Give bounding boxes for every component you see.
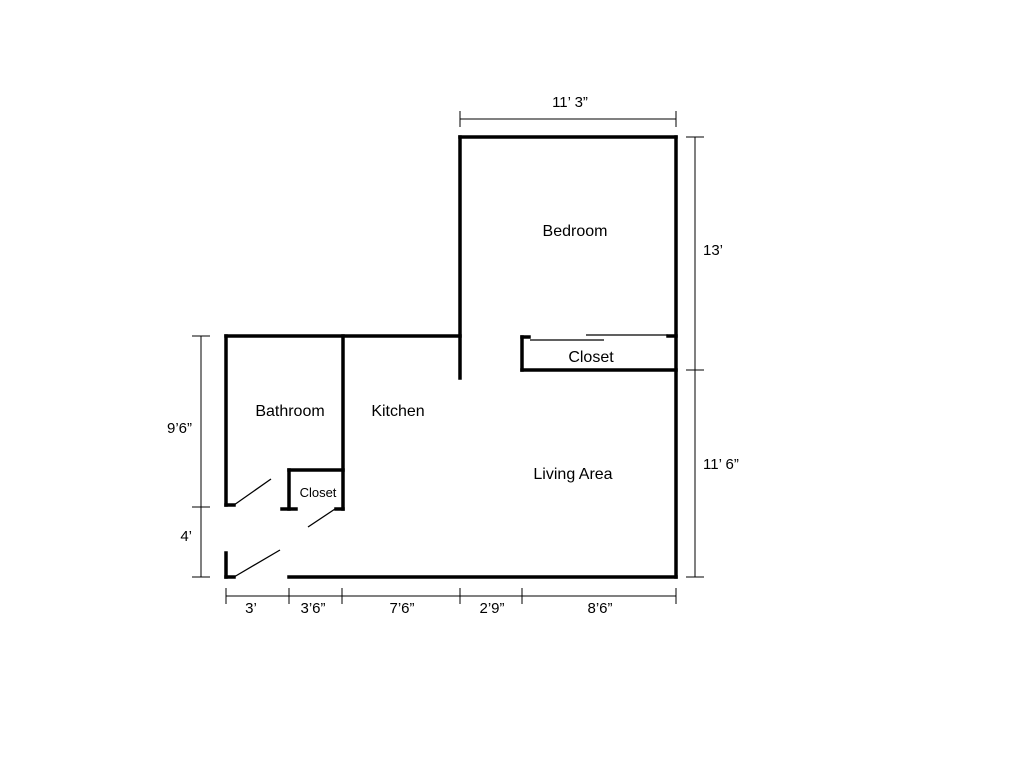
bathroom-door xyxy=(233,478,272,506)
dimension-labels: 11’ 3” 13’ 11’ 6” 9’6” 4’ 3’ 3’6” 7’6” 2… xyxy=(167,94,739,617)
dimension-label-bottom: 3’ xyxy=(245,600,257,617)
dimension-label-bottom: 2’9” xyxy=(479,600,504,617)
dimension-label-bottom: 7’6” xyxy=(389,600,414,617)
dimension-lines xyxy=(192,111,704,604)
room-labels: Bedroom Closet Bathroom Kitchen Closet L… xyxy=(255,223,614,500)
doors xyxy=(233,334,668,578)
room-label-bedroom-closet: Closet xyxy=(568,349,614,366)
dimension-label-right-lower: 11’ 6” xyxy=(703,456,739,473)
dimension-label-top: 11’ 3” xyxy=(552,94,588,111)
room-label-living-area: Living Area xyxy=(533,466,612,483)
walls xyxy=(224,135,678,579)
entry-door xyxy=(233,549,281,578)
room-label-kitchen: Kitchen xyxy=(371,403,424,420)
room-label-bedroom: Bedroom xyxy=(543,223,608,240)
closet-door xyxy=(307,508,336,528)
dimension-label-right-upper: 13’ xyxy=(703,242,723,259)
dimension-label-bottom: 8’6” xyxy=(587,600,612,617)
room-label-bathroom-closet: Closet xyxy=(300,485,337,500)
dimension-label-left-upper: 9’6” xyxy=(167,420,192,437)
dimension-label-bottom: 3’6” xyxy=(300,600,325,617)
room-label-bathroom: Bathroom xyxy=(255,403,324,420)
dimension-label-left-lower: 4’ xyxy=(180,528,192,545)
